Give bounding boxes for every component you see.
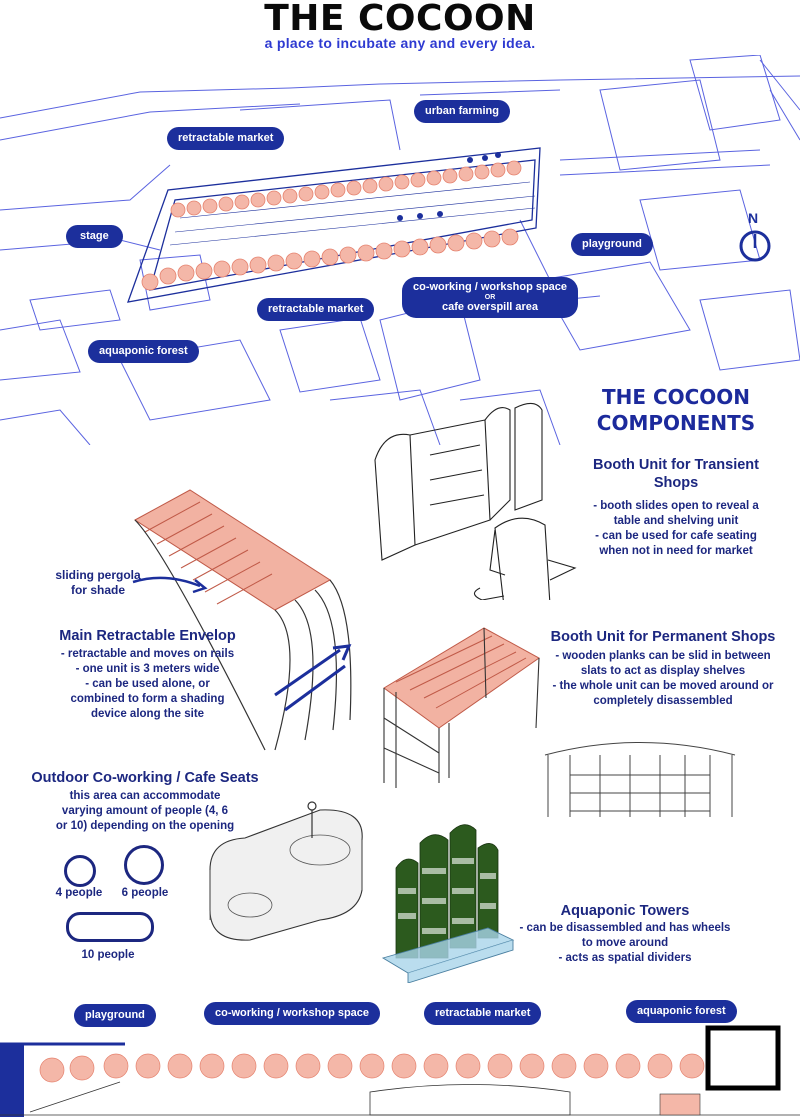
pergola-label-1: sliding pergola <box>55 568 141 582</box>
coworking-line-3: or 10) depending on the opening <box>55 820 235 832</box>
envelop-text: - retractable and moves on rails - one u… <box>30 647 265 722</box>
map-label-aquaponic-forest: aquaponic forest <box>88 340 199 363</box>
booth-transient-line-1: - booth slides open to reveal a <box>593 500 759 512</box>
aquaponic-block: Aquaponic Towers - can be disassembled a… <box>510 903 740 966</box>
ten-people-label: 10 people <box>81 949 135 961</box>
envelop-line-4: combined to form a shading <box>70 693 225 705</box>
aquaponic-towers-drawing <box>381 824 515 983</box>
six-people-ring <box>124 845 164 885</box>
map-label-retractable-market-bottom: retractable market <box>257 298 375 321</box>
components-title: THE COCOON COMPONENTS <box>560 384 792 436</box>
coworking-or: OR <box>484 293 496 301</box>
page-title: THE COCOON <box>264 0 536 39</box>
booth-permanent-line-2: slats to act as display shelves <box>580 665 746 677</box>
booth-permanent-heading: Booth Unit for Permanent Shops <box>550 629 776 645</box>
pergola-drawing <box>132 489 352 751</box>
north-arrow-icon <box>739 230 771 262</box>
ten-people-ring <box>66 912 154 942</box>
booth-transient-heading-1: Booth Unit for Transient <box>593 457 759 473</box>
page-subtitle: a place to incubate any and every idea. <box>264 35 536 51</box>
map-label-urban-farming: urban farming <box>414 100 510 123</box>
components-title-line1: THE COCOON <box>601 385 751 409</box>
coworking-text: this area can accommodate varying amount… <box>20 789 270 834</box>
map-label-coworking: co-working / workshop space OR cafe over… <box>402 277 579 318</box>
map-label-retractable-market-top: retractable market <box>167 127 285 150</box>
booth-transient-line-3: - can be used for cafe seating <box>595 530 757 542</box>
coworking-line-1: this area can accommodate <box>69 790 221 802</box>
section-label-playground: playground <box>74 1004 156 1027</box>
site-section-drawing <box>0 1025 800 1117</box>
coworking-block: Outdoor Co-working / Cafe Seats this are… <box>20 770 270 834</box>
aquaponic-text: - can be disassembled and has wheels to … <box>510 921 740 966</box>
booth-permanent-block: Booth Unit for Permanent Shops - wooden … <box>528 629 798 709</box>
map-label-stage: stage <box>66 225 123 248</box>
coworking-heading: Outdoor Co-working / Cafe Seats <box>31 770 259 786</box>
envelop-line-1: - retractable and moves on rails <box>60 648 235 660</box>
booth-transient-block: Booth Unit for Transient Shops - booth s… <box>560 456 792 559</box>
envelop-line-2: - one unit is 3 meters wide <box>75 663 220 675</box>
site-plan <box>0 55 800 445</box>
booth-permanent-text: - wooden planks can be slid in between s… <box>528 649 798 709</box>
booth-permanent-line-3: - the whole unit can be moved around or <box>552 680 774 692</box>
aquaponic-heading: Aquaponic Towers <box>560 903 690 919</box>
coworking-line-2: varying amount of people (4, 6 <box>61 805 229 817</box>
four-people-ring <box>64 855 96 887</box>
aquaponic-line-2: to move around <box>581 937 669 949</box>
pergola-label: sliding pergola for shade <box>38 568 158 598</box>
section-label-market: retractable market <box>424 1002 542 1025</box>
booth-transient-heading-2: Shops <box>653 475 699 491</box>
booth-transient-heading: Booth Unit for Transient Shops <box>560 456 792 492</box>
booth-elevation-drawing <box>544 742 736 817</box>
coworking-line1: co-working / workshop space <box>413 281 568 293</box>
coworking-line2: cafe overspill area <box>442 301 539 314</box>
map-label-playground: playground <box>571 233 653 256</box>
booth-permanent-drawing <box>383 627 540 788</box>
booth-permanent-line-1: - wooden planks can be slid in between <box>555 650 771 662</box>
envelop-block: Main Retractable Envelop - retractable a… <box>30 628 265 722</box>
aquaponic-line-3: - acts as spatial dividers <box>558 952 692 964</box>
booth-transient-line-2: table and shelving unit <box>613 515 739 527</box>
envelop-line-5: device along the site <box>90 708 205 720</box>
section-label-coworking: co-working / workshop space <box>204 1002 381 1025</box>
pergola-label-2: for shade <box>70 583 125 597</box>
booth-transient-line-4: when not in need for market <box>599 545 753 557</box>
north-label: N <box>748 210 759 226</box>
aquaponic-line-1: - can be disassembled and has wheels <box>519 922 731 934</box>
booth-transient-drawing <box>374 402 577 600</box>
section-label-forest: aquaponic forest <box>626 1000 737 1023</box>
booth-transient-text: - booth slides open to reveal a table an… <box>560 499 792 559</box>
envelop-line-3: - can be used alone, or <box>85 678 210 690</box>
four-people-label: 4 people <box>55 887 103 899</box>
components-title-line2: COMPONENTS <box>596 411 756 435</box>
booth-permanent-line-4: completely disassembled <box>593 695 733 707</box>
six-people-label: 6 people <box>121 887 169 899</box>
envelop-heading: Main Retractable Envelop <box>59 628 236 644</box>
coworking-pod-drawing <box>209 801 363 941</box>
